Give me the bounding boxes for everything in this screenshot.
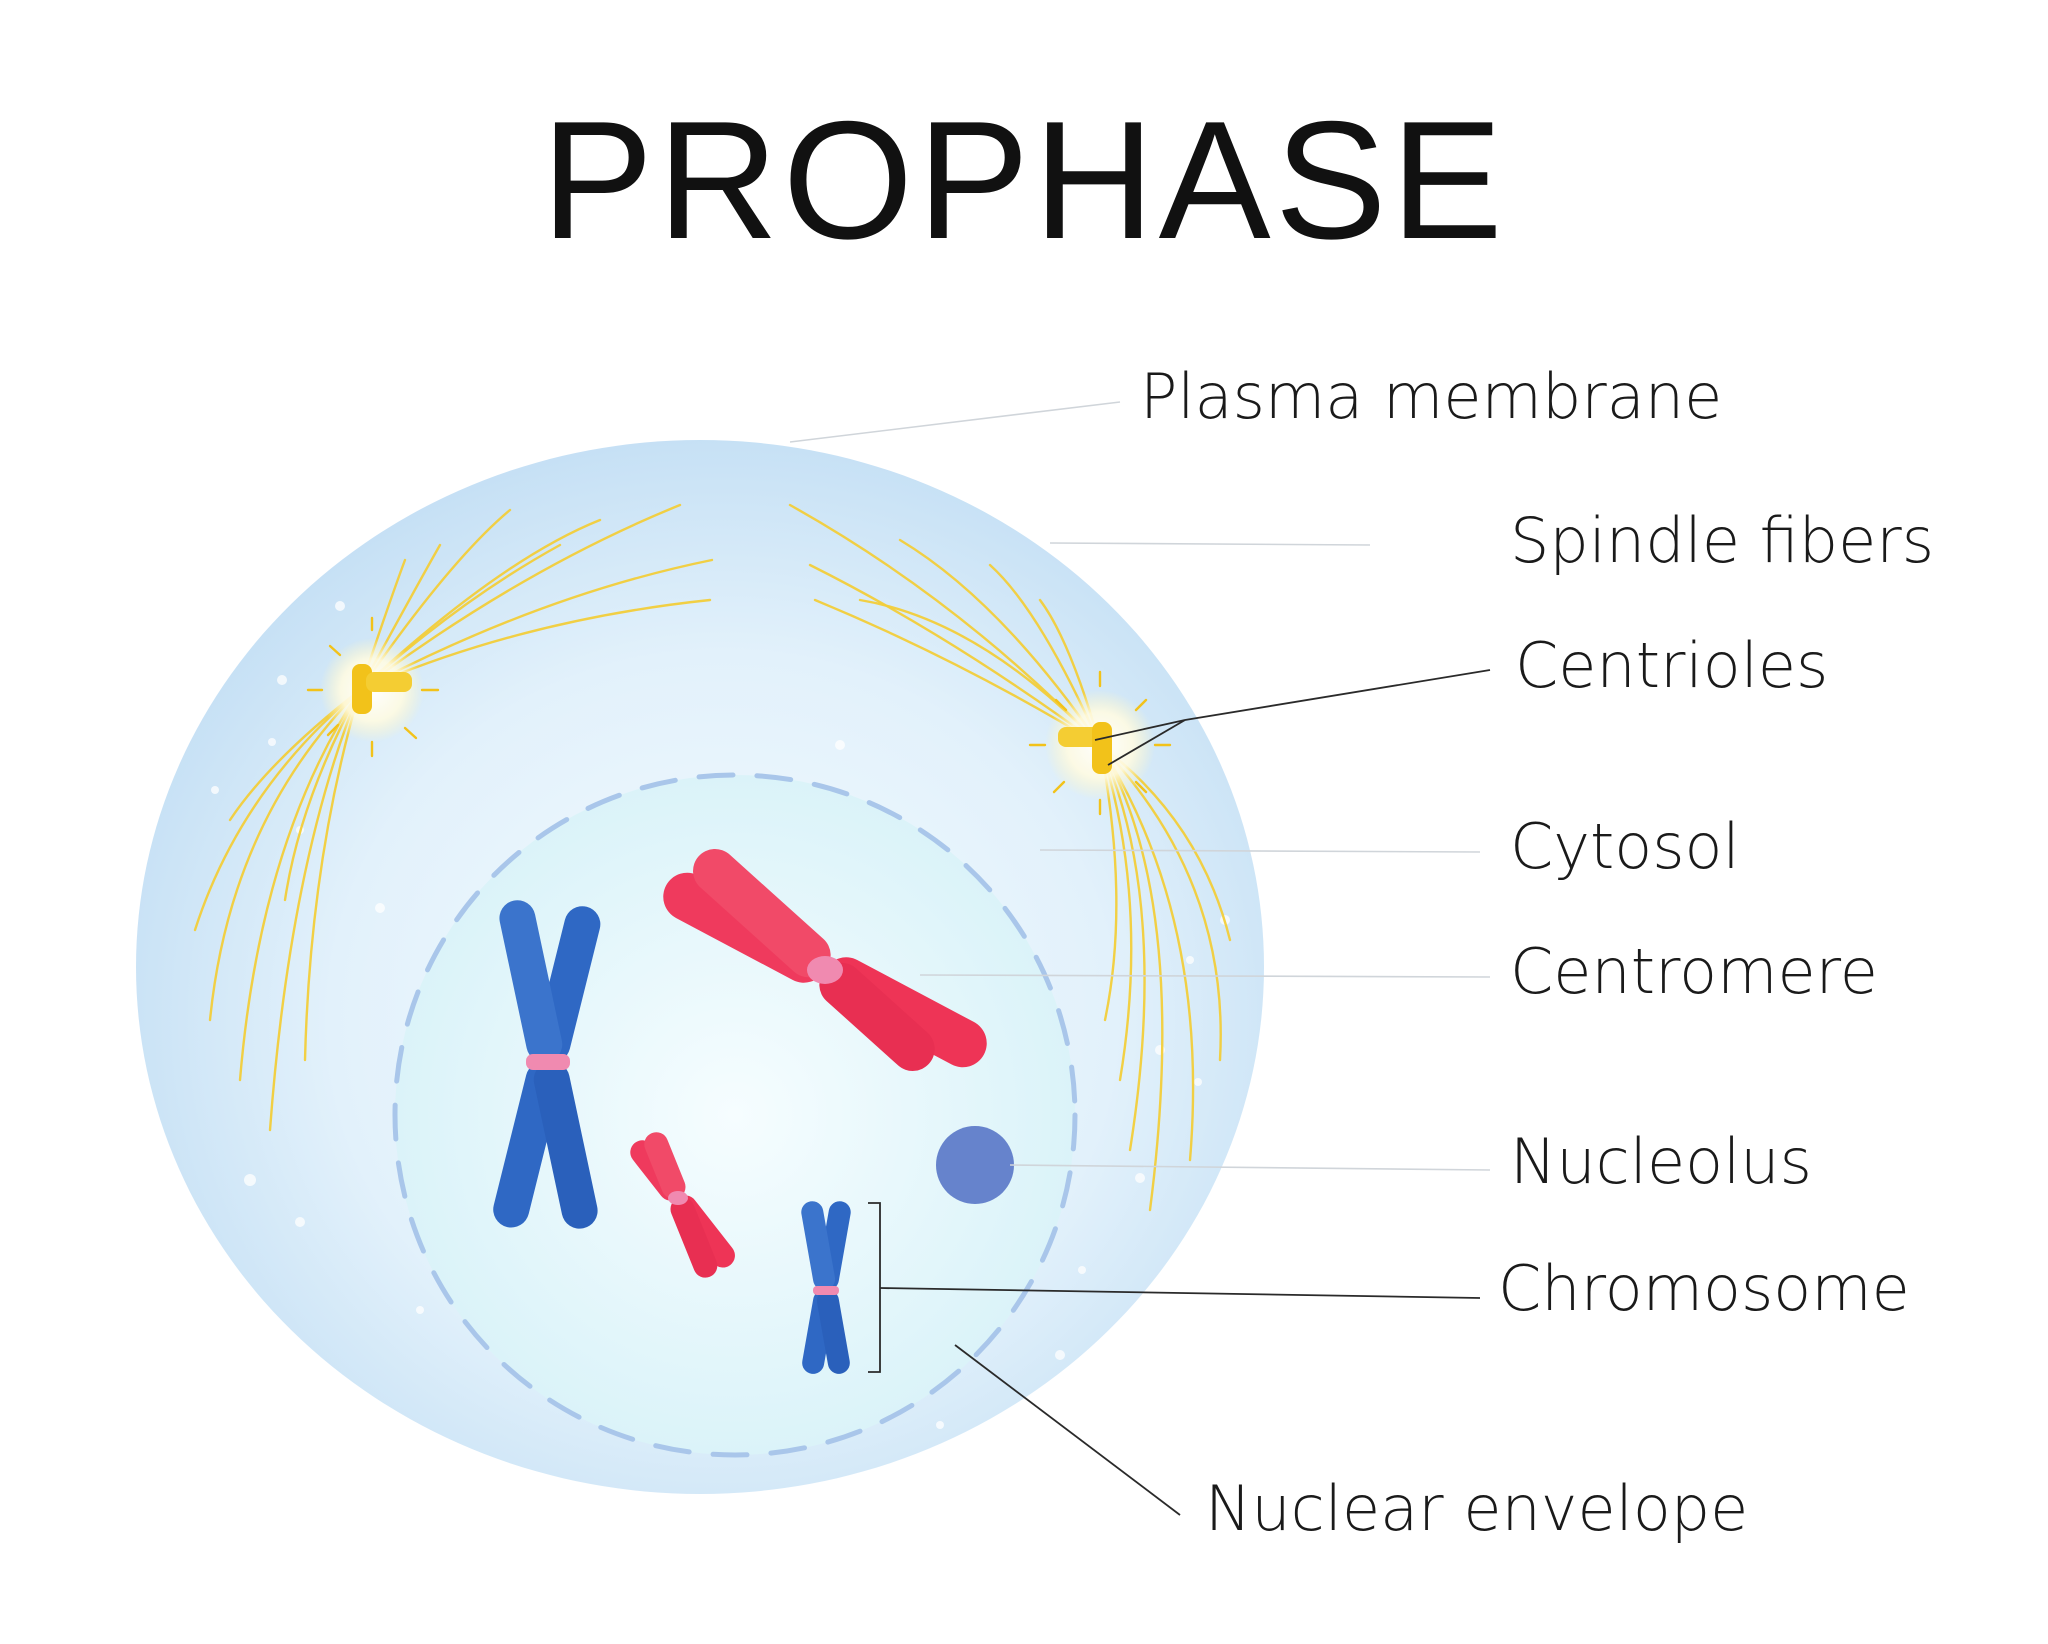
leader-spindle-fibers [1049,542,1371,546]
chromosome-red-small [630,1132,735,1278]
chromosome-blue-small [801,1201,851,1374]
label-cytosol: Cytosol [1510,810,1740,883]
page-title: PROPHASE [541,86,1507,274]
label-chromosome: Chromosome [1498,1252,1910,1325]
label-nuclear-envelope: Nuclear envelope [1205,1472,1748,1545]
nucleolus [936,1126,1014,1204]
centriole-left [306,616,440,758]
leader-chromosome [879,1287,1481,1299]
leader-centrioles-b [1107,719,1186,766]
leader-centrioles [1184,669,1491,721]
leader-centromere [919,974,1491,978]
nuclear-envelope [392,772,1078,1458]
chromosome-blue-large [493,900,601,1229]
leader-cytosol [1039,849,1481,853]
label-spindle-fibers: Spindle fibers [1510,504,1934,577]
leader-nuclear-envelope [954,1344,1181,1516]
leader-plasma-membrane [789,401,1121,443]
centromere-mark [807,956,843,984]
centromere-mark [668,1191,688,1205]
chromosome-bracket [868,1202,881,1373]
chromosome-red-large [663,848,987,1071]
centromere-mark [526,1054,570,1070]
centromere-mark [813,1286,839,1295]
label-plasma-membrane: Plasma membrane [1140,360,1722,433]
centriole-right [1028,670,1172,816]
label-centromere: Centromere [1510,935,1878,1008]
leader-centrioles-a [1094,719,1186,741]
label-centrioles: Centrioles [1515,629,1828,702]
leader-nucleolus [1009,1164,1491,1171]
label-nucleolus: Nucleolus [1510,1125,1812,1198]
